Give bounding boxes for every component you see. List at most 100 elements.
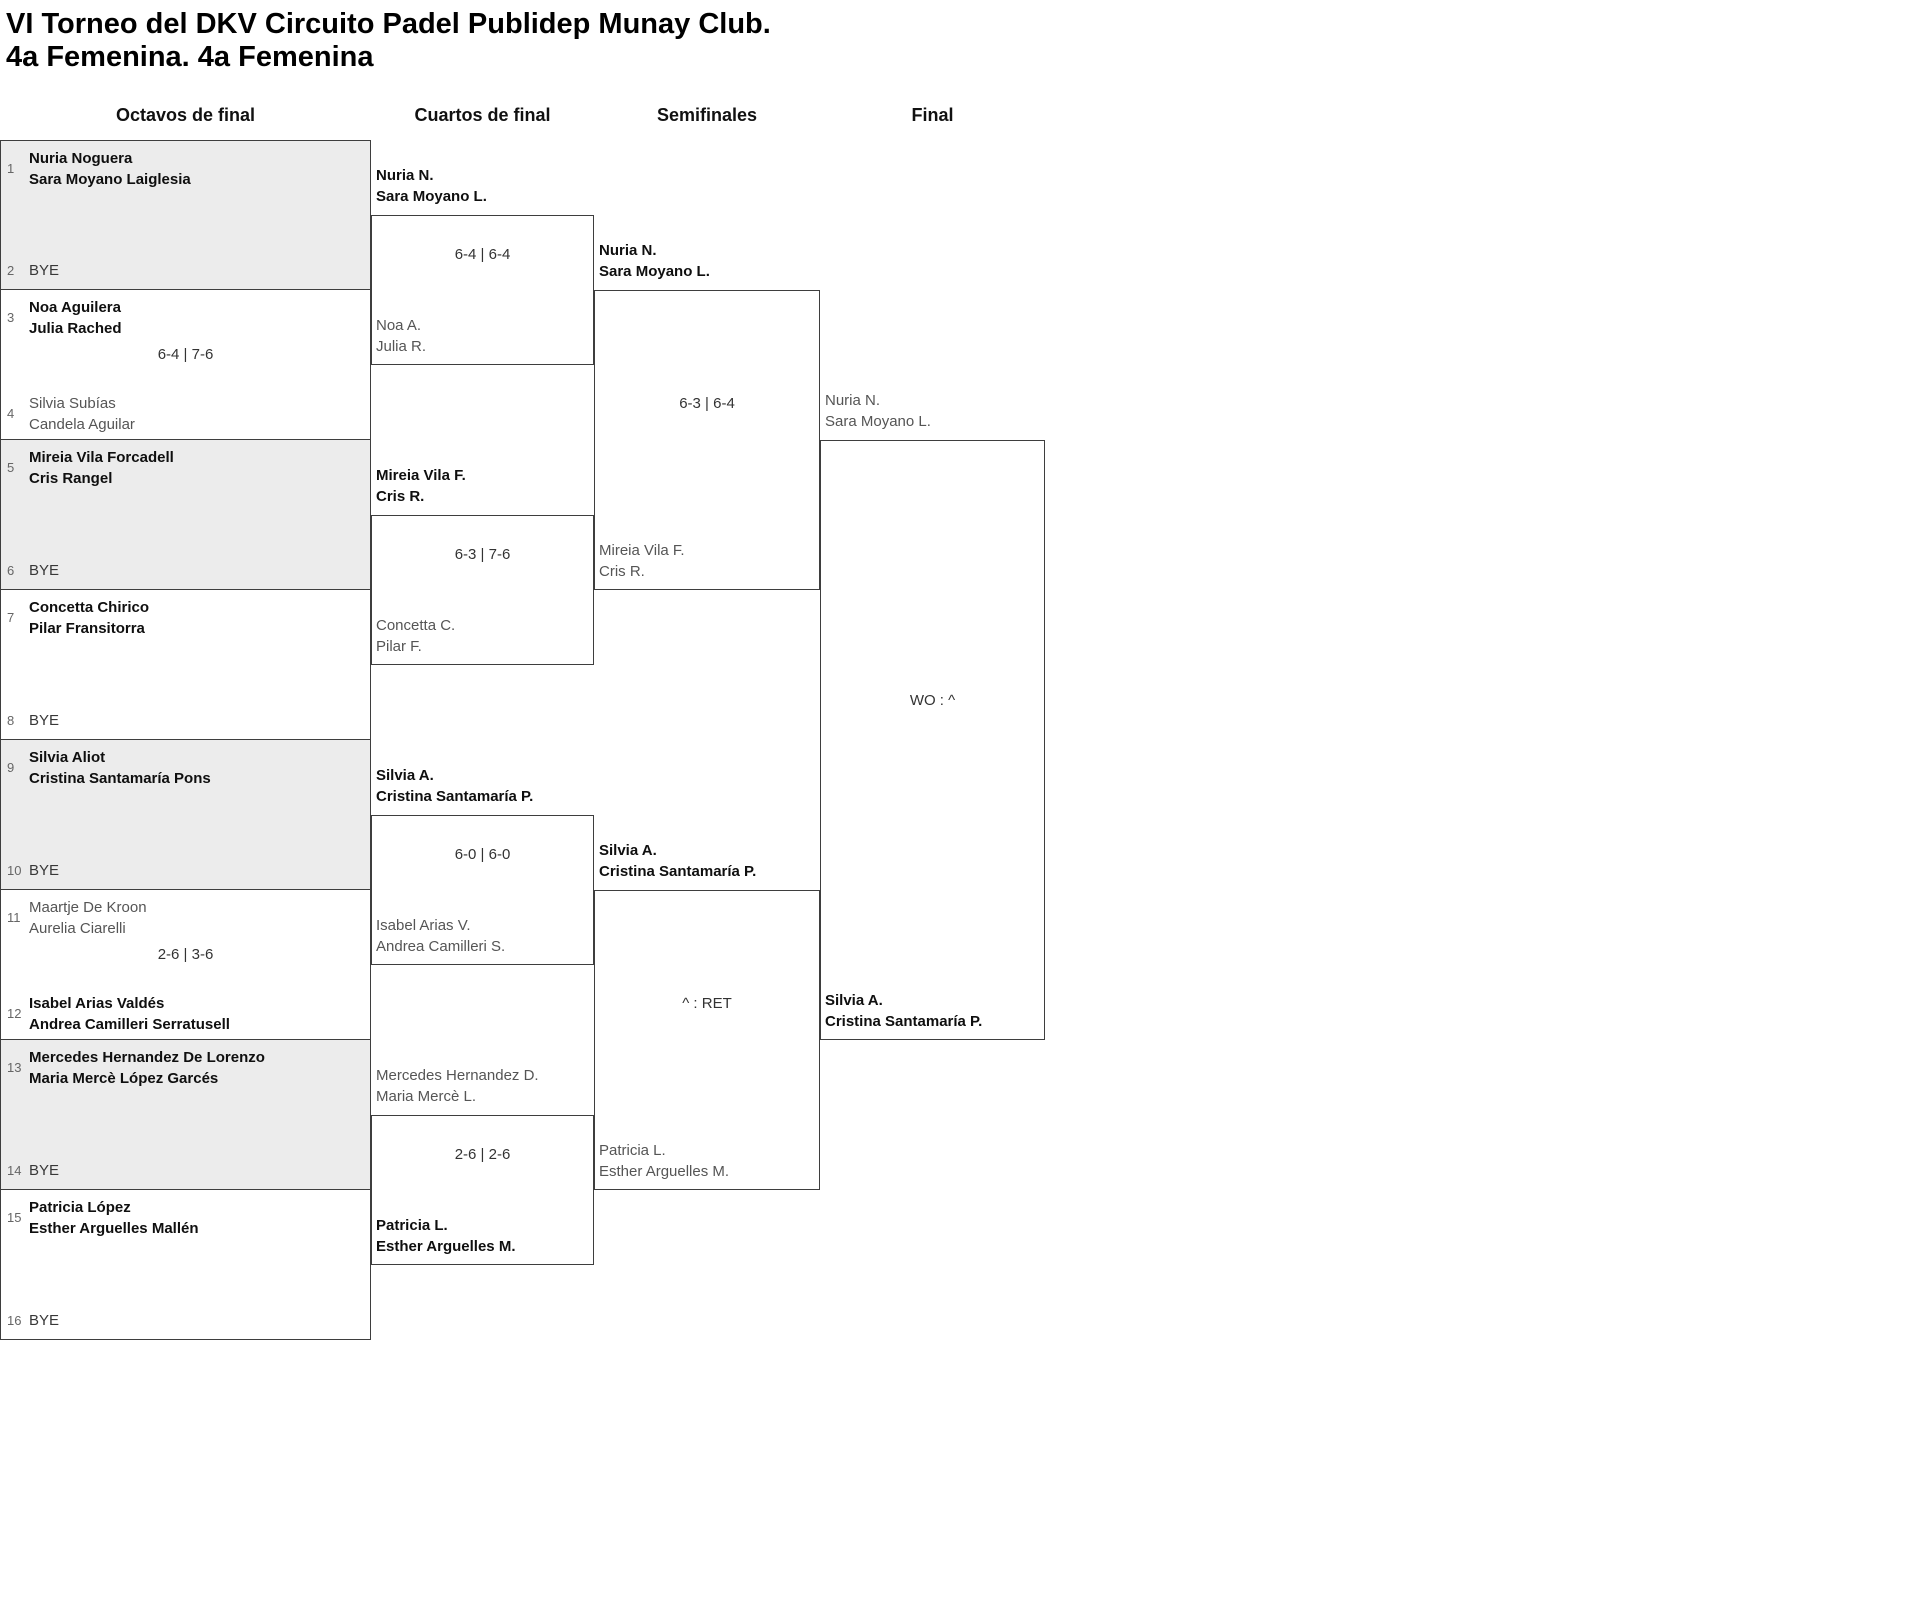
player-name: Cris R.: [599, 563, 645, 580]
match-score: ^ : RET: [682, 995, 732, 1012]
match-box-cuartos-1: [371, 215, 594, 365]
team-slot: 3 Noa Aguilera Julia Rached: [7, 297, 366, 339]
player-name: Maria Mercè López Garcés: [29, 1070, 219, 1087]
seed-number: 13: [7, 1060, 22, 1075]
player-name: Esther Arguelles M.: [376, 1238, 516, 1255]
page-title: VI Torneo del DKV Circuito Padel Publide…: [6, 8, 771, 74]
player-name: Andrea Camilleri S.: [376, 938, 506, 955]
player-name: Patricia López: [29, 1199, 131, 1216]
player-name: Silvia Subías: [29, 395, 116, 412]
player-name: Nuria N.: [825, 392, 881, 409]
match-score: 2-6 | 2-6: [454, 1146, 511, 1163]
player-name: Cristina Santamaría Pons: [29, 770, 211, 787]
team-names: Concetta Chirico Pilar Fransitorra: [29, 597, 149, 639]
player-name: Silvia A.: [376, 767, 434, 784]
player-name: Pilar F.: [376, 638, 422, 655]
match-score: 6-4 | 6-4: [454, 246, 511, 263]
team-label: Mireia Vila F. Cris R.: [376, 465, 592, 507]
match-score: 6-4 | 7-6: [157, 346, 214, 363]
match-box-octavos-1: 1 Nuria Noguera Sara Moyano Laiglesia 2 …: [0, 140, 371, 290]
team-names: Mireia Vila Forcadell Cris Rangel: [29, 447, 174, 489]
player-name: Aurelia Ciarelli: [29, 920, 126, 937]
team-label: Nuria N. Sara Moyano L.: [599, 240, 815, 282]
player-name: Silvia A.: [825, 992, 883, 1009]
player-name: Pilar Fransitorra: [29, 620, 145, 637]
team-label: Silvia A. Cristina Santamaría P.: [599, 840, 815, 882]
tournament-name: VI Torneo del DKV Circuito Padel Publide…: [6, 8, 771, 40]
team-slot: 6 BYE: [7, 560, 366, 581]
player-name: Cristina Santamaría P.: [599, 863, 757, 880]
player-name: Mercedes Hernandez De Lorenzo: [29, 1049, 265, 1066]
team-label: Mireia Vila F. Cris R.: [599, 540, 815, 582]
bye-label: BYE: [29, 262, 60, 279]
team-slot: 1 Nuria Noguera Sara Moyano Laiglesia: [7, 148, 366, 190]
seed-number: 4: [7, 406, 15, 421]
team-slot: 2 BYE: [7, 260, 366, 281]
team-slot: 15 Patricia López Esther Arguelles Mallé…: [7, 1197, 366, 1239]
player-name: Patricia L.: [376, 1217, 448, 1234]
player-name: Julia Rached: [29, 320, 122, 337]
team-slot: 5 Mireia Vila Forcadell Cris Rangel: [7, 447, 366, 489]
match-box-cuartos-2: [371, 515, 594, 665]
player-name: Cristina Santamaría P.: [376, 788, 534, 805]
team-slot: 9 Silvia Aliot Cristina Santamaría Pons: [7, 747, 366, 789]
match-box-octavos-4: 7 Concetta Chirico Pilar Fransitorra 8 B…: [0, 590, 371, 740]
match-box-cuartos-4: [371, 1115, 594, 1265]
player-name: Maartje De Kroon: [29, 899, 147, 916]
match-box-semifinal-2: [594, 890, 820, 1190]
match-score: 2-6 | 3-6: [157, 946, 214, 963]
player-name: Cris R.: [376, 488, 425, 505]
seed-number: 14: [7, 1163, 22, 1178]
player-name: Noa A.: [376, 317, 422, 334]
match-box-octavos-2: 3 Noa Aguilera Julia Rached 6-4 | 7-6 4 …: [0, 290, 371, 440]
team-label: Nuria N. Sara Moyano L.: [825, 390, 1041, 432]
player-name: Sara Moyano L.: [825, 413, 931, 430]
team-names: Nuria Noguera Sara Moyano Laiglesia: [29, 148, 191, 190]
team-label: Noa A. Julia R.: [376, 315, 592, 357]
player-name: Nuria Noguera: [29, 150, 133, 167]
match-box-semifinal-1: [594, 290, 820, 590]
team-names: Isabel Arias Valdés Andrea Camilleri Ser…: [29, 993, 230, 1035]
match-score: WO : ^: [909, 692, 956, 709]
match-score: 6-3 | 7-6: [454, 546, 511, 563]
team-names: Silvia Aliot Cristina Santamaría Pons: [29, 747, 211, 789]
round-header-octavos: Octavos de final: [115, 105, 256, 125]
player-name: Julia R.: [376, 338, 427, 355]
team-names: Mercedes Hernandez De Lorenzo Maria Merc…: [29, 1047, 265, 1089]
seed-number: 1: [7, 161, 15, 176]
player-name: Silvia A.: [599, 842, 657, 859]
team-slot: 10 BYE: [7, 860, 366, 881]
player-name: Sara Moyano Laiglesia: [29, 171, 191, 188]
seed-number: 15: [7, 1210, 22, 1225]
team-label: Nuria N. Sara Moyano L.: [376, 165, 592, 207]
team-label: Isabel Arias V. Andrea Camilleri S.: [376, 915, 592, 957]
match-box-octavos-8: 15 Patricia López Esther Arguelles Mallé…: [0, 1190, 371, 1340]
player-name: Cristina Santamaría P.: [825, 1013, 983, 1030]
team-names: BYE: [29, 260, 59, 281]
player-name: Cris Rangel: [29, 470, 113, 487]
player-name: Noa Aguilera: [29, 299, 121, 316]
player-name: Andrea Camilleri Serratusell: [29, 1016, 230, 1033]
bye-label: BYE: [29, 862, 60, 879]
team-slot: 12 Isabel Arias Valdés Andrea Camilleri …: [7, 993, 366, 1035]
player-name: Esther Arguelles M.: [599, 1163, 730, 1180]
seed-number: 6: [7, 563, 15, 578]
team-slot: 16 BYE: [7, 1310, 366, 1331]
player-name: Mireia Vila F.: [376, 467, 466, 484]
match-score: 6-0 | 6-0: [454, 846, 511, 863]
bye-label: BYE: [29, 562, 60, 579]
player-name: Candela Aguilar: [29, 416, 135, 433]
team-label: Mercedes Hernandez D. Maria Mercè L.: [376, 1065, 592, 1107]
seed-number: 9: [7, 760, 15, 775]
round-header-semifinales: Semifinales: [656, 105, 758, 125]
player-name: Mercedes Hernandez D.: [376, 1067, 539, 1084]
player-name: Patricia L.: [599, 1142, 666, 1159]
team-names: Noa Aguilera Julia Rached: [29, 297, 122, 339]
seed-number: 11: [7, 910, 21, 925]
player-name: Sara Moyano L.: [376, 188, 487, 205]
match-box-octavos-5: 9 Silvia Aliot Cristina Santamaría Pons …: [0, 740, 371, 890]
player-name: Sara Moyano L.: [599, 263, 710, 280]
player-name: Concetta C.: [376, 617, 456, 634]
seed-number: 8: [7, 713, 15, 728]
